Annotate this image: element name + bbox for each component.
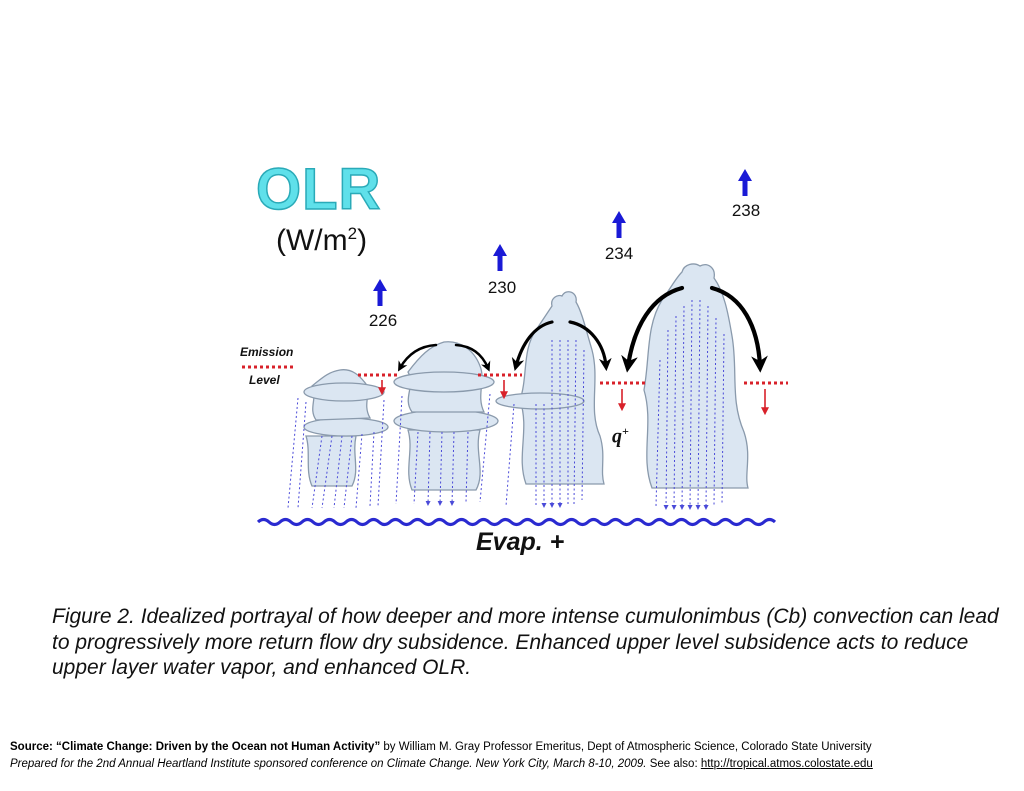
olr-value-2: 230 xyxy=(487,278,517,297)
emission-level-lines xyxy=(242,365,788,385)
source-see-also: See also: xyxy=(646,758,701,770)
olr-units-exponent: 2 xyxy=(347,224,358,243)
source-line-1: Source: “Climate Change: Driven by the O… xyxy=(10,739,1010,756)
rain-streaks xyxy=(287,299,725,510)
figure-caption: Figure 2. Idealized portrayal of how dee… xyxy=(52,605,999,679)
level-label: Level xyxy=(249,373,280,387)
q-label: q+ xyxy=(612,424,629,449)
curved-arrow-icon xyxy=(398,343,438,372)
olr-title: OLR xyxy=(255,156,382,223)
olr-value-3: 234 xyxy=(604,244,634,263)
olr-value-1: 226 xyxy=(368,311,398,330)
curved-arrow-icon xyxy=(511,320,554,371)
up-arrow-icon xyxy=(493,244,507,271)
subsidence-arrows xyxy=(378,380,769,416)
curved-arrow-icon xyxy=(454,343,491,372)
emission-label: Emission xyxy=(240,345,294,359)
curved-arrow-icon xyxy=(709,285,768,373)
source-prepared: Prepared for the 2nd Annual Heartland In… xyxy=(10,758,647,770)
source-author: by William M. Gray Professor Emeritus, D… xyxy=(380,741,872,753)
olr-value-4: 238 xyxy=(731,201,761,220)
source-citation: Source: “Climate Change: Driven by the O… xyxy=(10,739,1010,773)
ocean-wave-icon xyxy=(256,517,777,527)
up-arrow-icon xyxy=(373,279,387,306)
evap-label: Evap. + xyxy=(476,528,565,556)
olr-units-base: (W/m xyxy=(276,224,348,257)
cumulonimbus-cloud-4 xyxy=(643,263,749,489)
olr-units-close: ) xyxy=(357,224,368,257)
source-label: Source: “Climate Change: Driven by the O… xyxy=(10,741,381,753)
curved-arrow-icon xyxy=(568,320,612,372)
cumulonimbus-cloud-1 xyxy=(303,369,389,487)
cumulonimbus-cloud-3 xyxy=(495,291,605,485)
cumulonimbus-cloud-2 xyxy=(393,341,499,491)
source-line-2: Prepared for the 2nd Annual Heartland In… xyxy=(10,756,1010,773)
return-flow-arrows xyxy=(398,285,768,373)
olr-units: (W/m2) xyxy=(276,224,367,258)
q-label-text: q xyxy=(612,425,622,448)
olr-arrows xyxy=(373,169,752,306)
q-label-sup: + xyxy=(622,424,629,438)
up-arrow-icon xyxy=(738,169,752,196)
curved-arrow-icon xyxy=(621,285,685,373)
up-arrow-icon xyxy=(612,211,626,238)
source-link[interactable]: http://tropical.atmos.colostate.edu xyxy=(700,758,873,770)
